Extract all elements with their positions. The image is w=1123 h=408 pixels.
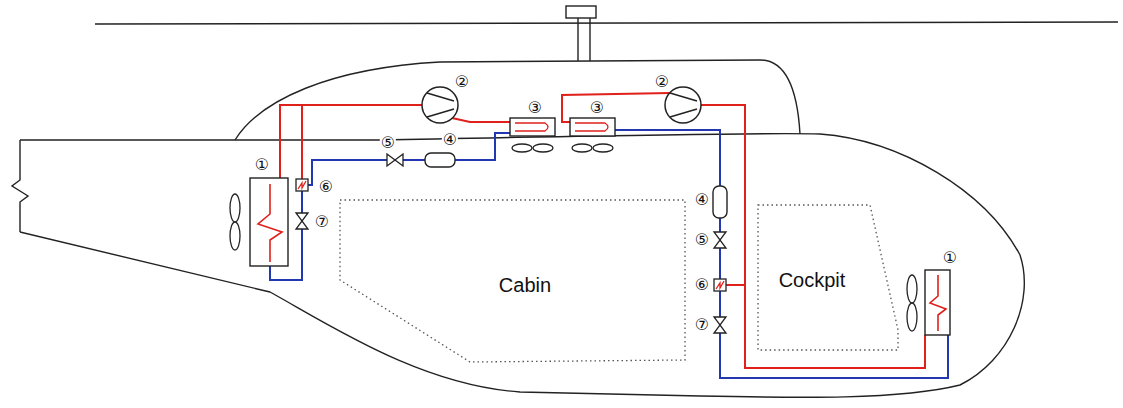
heating-element [258,184,282,262]
heat-exchanger [296,179,308,191]
callout-number: ② [454,74,470,90]
callout-number: ⑤ [380,135,396,151]
fan-blade [533,144,553,152]
heat-exchanger-mark [298,181,306,189]
callout-number: ① [254,157,270,173]
callout-number: ③ [527,100,543,116]
condenser [250,178,288,266]
dotted-boundary [340,200,685,362]
fan-blade [572,144,592,152]
valve-symbol [714,232,726,248]
zone-region: Cabin [340,200,685,362]
fan-blade [593,144,613,152]
zone-label: Cockpit [779,269,846,291]
hot-pipe [280,105,422,178]
callout-number: ⑦ [314,214,330,230]
callout-number: ⑦ [694,317,710,333]
rotor-mast [577,18,578,61]
callout-number: ⑥ [694,277,710,293]
hot-pipe [452,118,510,122]
callout-number: ① [942,250,958,266]
valve-symbol [387,154,403,166]
heat-exchanger-mark [716,281,724,289]
fan-blade [907,303,917,331]
compressor-mark [427,93,454,117]
callout-number: ③ [589,100,605,116]
compressor [665,87,701,123]
compressor-mark [670,93,697,117]
cold-pipe [455,133,510,160]
break-line [12,140,28,232]
zone-region: Cockpit [758,205,898,350]
fuselage-outline [20,133,1024,397]
rotor-hub [566,6,596,18]
receiver [425,153,455,167]
compressor [422,87,458,123]
evaporator-coil [575,123,608,131]
cold-pipe [615,130,720,186]
cold-pipe [720,291,948,378]
fan-blade [230,194,240,222]
hot-pipe [701,105,925,368]
rotor-blade [95,22,1118,24]
callout-number: ④ [442,132,458,148]
evaporator-coil [515,123,548,131]
callout-number: ② [654,74,670,90]
fan-blade [907,275,917,303]
callout-number: ⑤ [694,232,710,248]
evaporator [510,118,555,136]
hot-pipe [301,105,303,179]
hot-pipe [726,284,745,286]
receiver [713,186,727,218]
dotted-boundary [758,205,898,350]
callout-number: ⑥ [318,179,334,195]
callout-number: ④ [694,192,710,208]
valve-symbol [714,317,726,333]
engine-cowling [235,60,800,140]
fan-blade [512,144,532,152]
condenser [925,270,950,335]
zone-label: Cabin [499,274,551,296]
fan-blade [230,222,240,250]
evaporator [570,118,615,136]
rotor-mast [589,18,590,61]
valve-symbol [296,213,308,229]
heating-element [930,275,946,331]
heat-exchanger [714,279,726,291]
